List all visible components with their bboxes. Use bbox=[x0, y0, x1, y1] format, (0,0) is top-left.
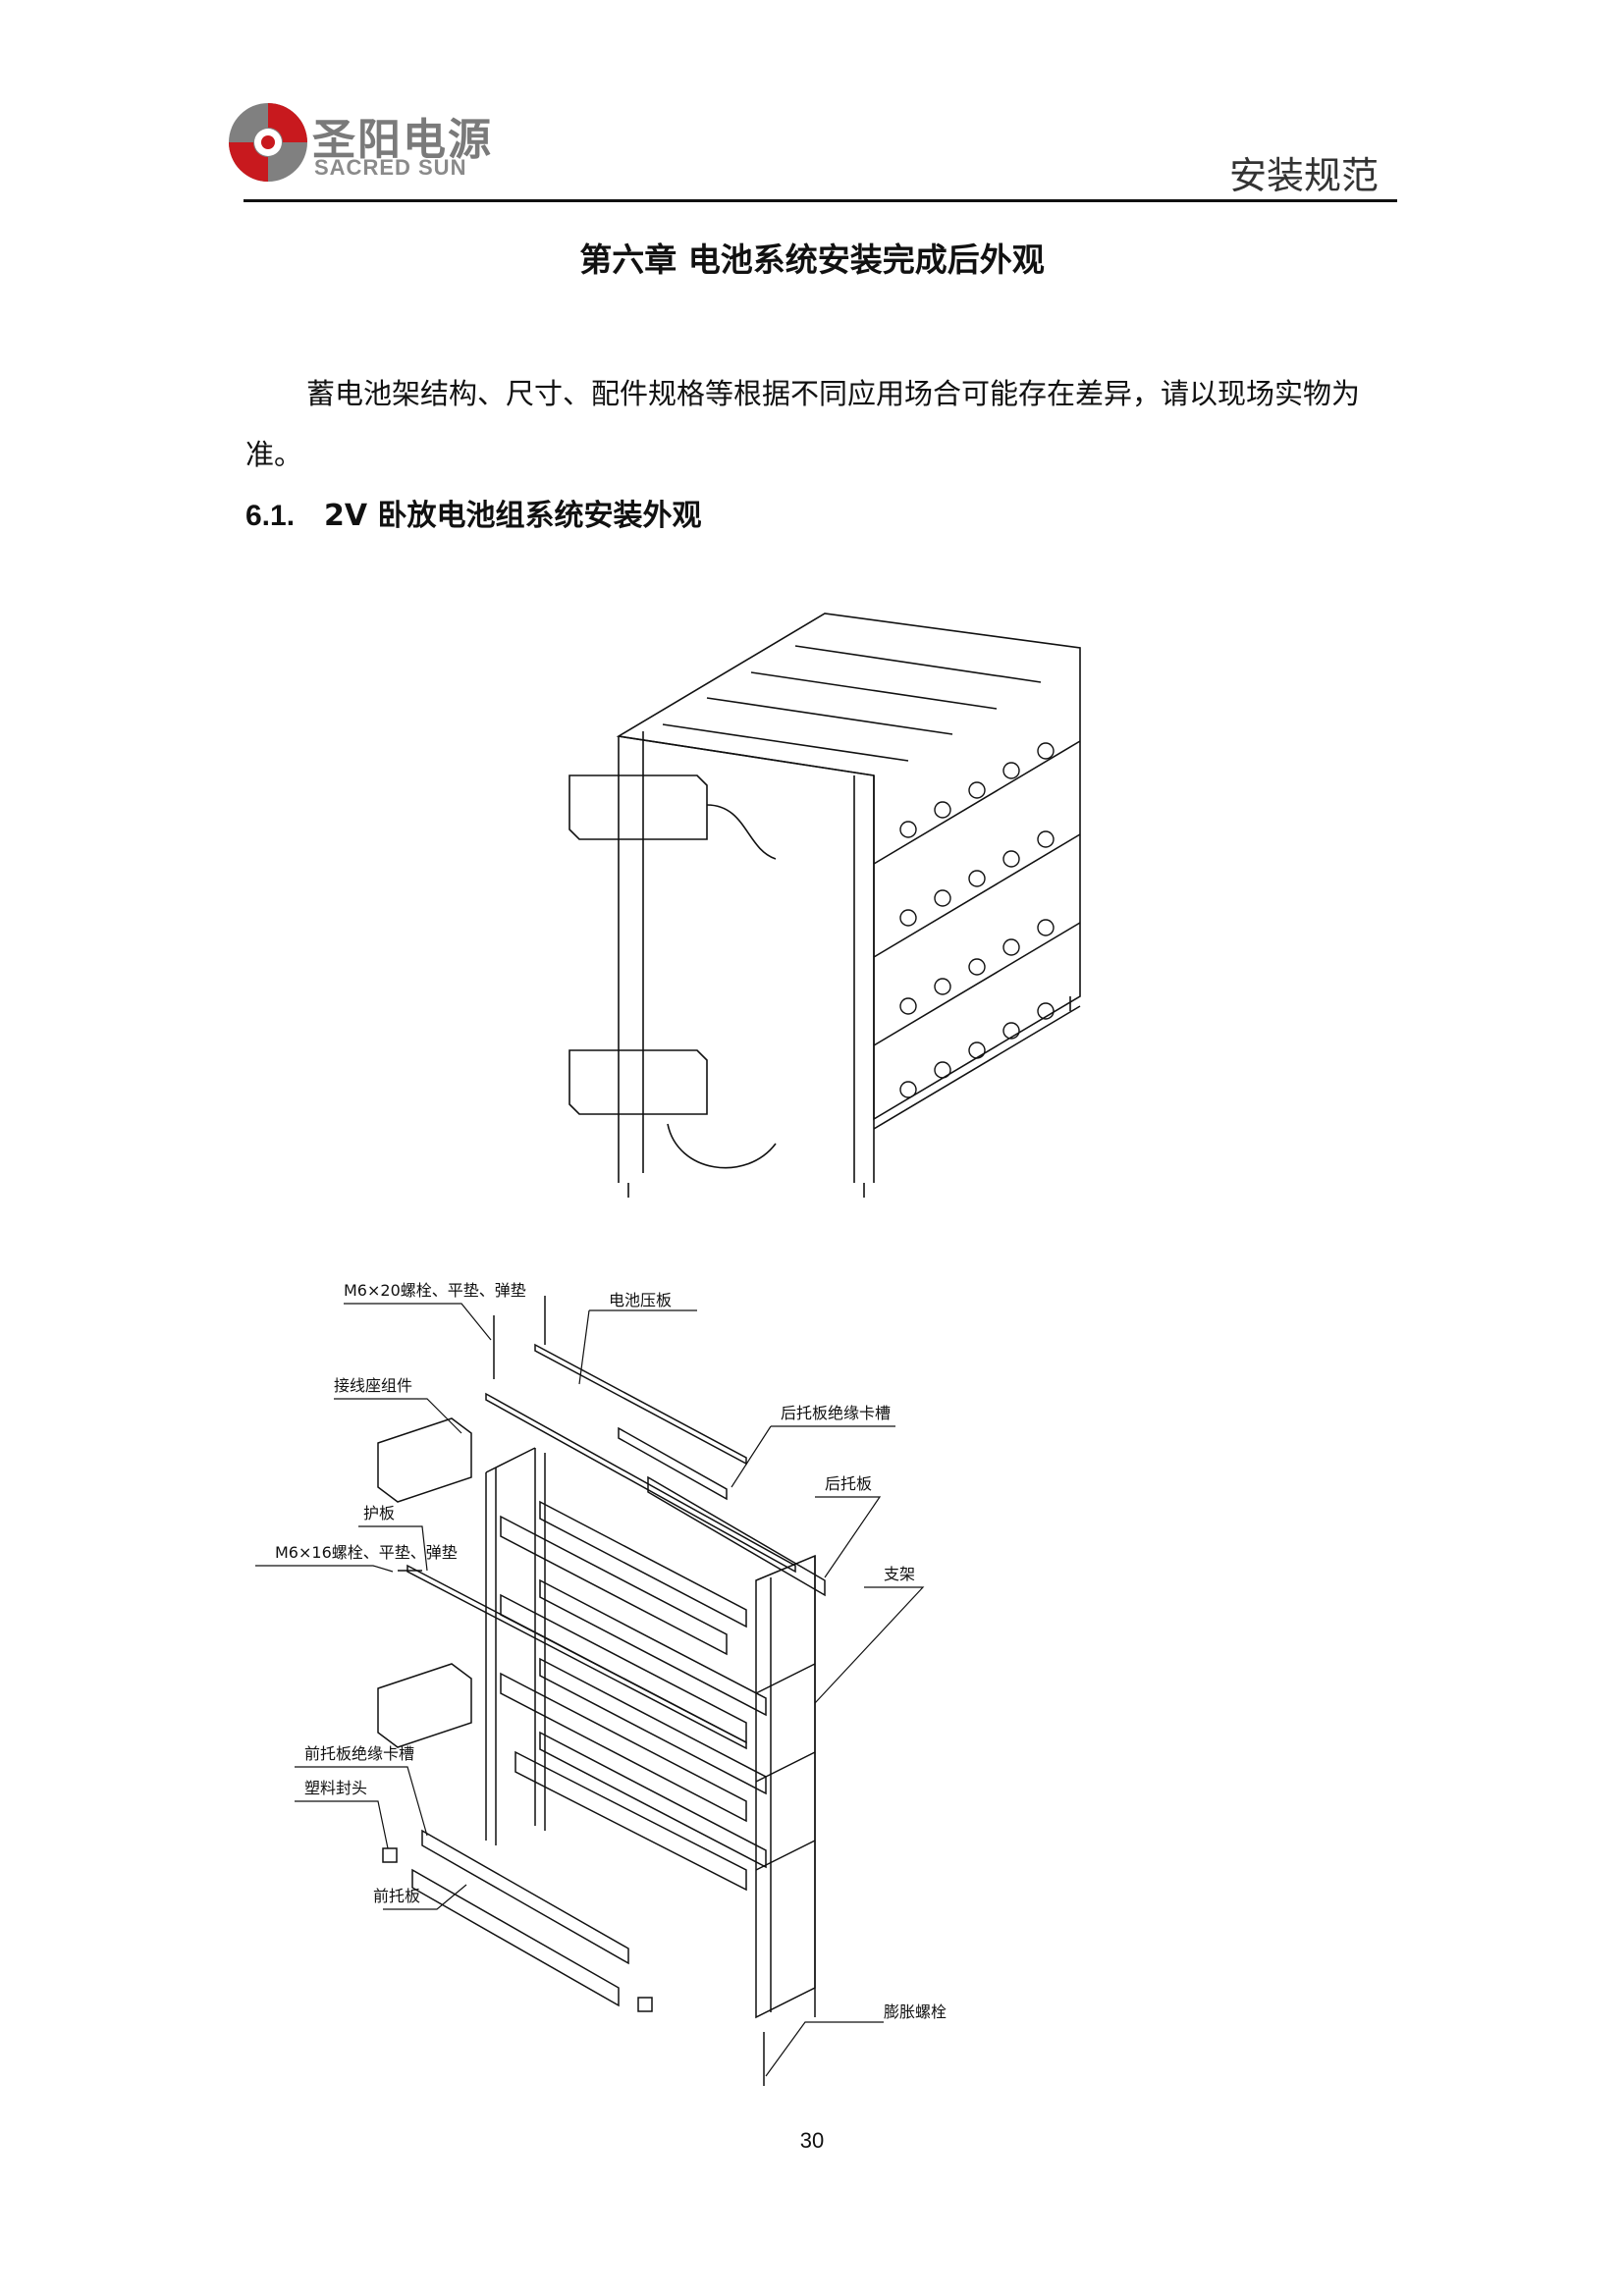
header-title: 安装规范 bbox=[1228, 154, 1379, 197]
section-heading: 6.1. 2V 卧放电池组系统安装外观 bbox=[245, 491, 702, 534]
terminal-box-bottom bbox=[568, 1049, 708, 1115]
front-tray-slot-part bbox=[421, 1829, 629, 1965]
logo-mark-icon bbox=[229, 103, 307, 182]
label-front-tray: 前托板 bbox=[373, 1887, 420, 1905]
body-paragraph: 蓄电池架结构、尺寸、配件规格等根据不同应用场合可能存在差异，请以现场实物为准。 bbox=[245, 377, 1361, 471]
label-bolt-m6x16: M6×16螺栓、平垫、弹垫 bbox=[275, 1543, 458, 1562]
guard-plate-part bbox=[406, 1564, 747, 1750]
rear-tray-part bbox=[647, 1475, 826, 1597]
rear-tray-slot-part bbox=[618, 1426, 728, 1501]
page-number: 30 bbox=[799, 2128, 825, 2153]
long-rail-part bbox=[485, 1392, 796, 1574]
shelf-rails bbox=[873, 740, 1081, 1130]
label-plastic-cap: 塑料封头 bbox=[304, 1779, 367, 1797]
label-front-tray-slot: 前托板绝缘卡槽 bbox=[304, 1744, 414, 1763]
front-tray-part bbox=[411, 1868, 620, 2007]
terminal-block-part-bottom bbox=[377, 1663, 472, 1748]
label-expansion-bolt: 膨胀螺栓 bbox=[884, 2002, 947, 2021]
cable-top bbox=[706, 804, 777, 860]
battery-clamp-part bbox=[534, 1343, 747, 1466]
label-bolt-m6x20: M6×20螺栓、平垫、弹垫 bbox=[344, 1281, 526, 1300]
battery-rack-assembled-figure bbox=[568, 613, 1081, 1198]
section-title: 2V 卧放电池组系统安装外观 bbox=[324, 499, 702, 533]
label-bracket: 支架 bbox=[884, 1565, 915, 1583]
battery-rack-exploded-figure: M6×20螺栓、平垫、弹垫 电池压板 接线座组件 后托板绝缘卡槽 后托板 护板 … bbox=[255, 1281, 947, 2086]
label-rear-tray: 后托板 bbox=[825, 1474, 872, 1493]
cable-bottom bbox=[667, 1123, 777, 1169]
battery-terminals bbox=[899, 742, 1055, 1098]
label-guard-plate: 护板 bbox=[363, 1504, 395, 1522]
label-rear-tray-slot: 后托板绝缘卡槽 bbox=[781, 1404, 891, 1422]
label-terminal-block: 接线座组件 bbox=[334, 1376, 412, 1395]
section-number: 6.1. bbox=[245, 500, 296, 532]
bracket-part bbox=[755, 1554, 816, 2019]
top-cells bbox=[662, 645, 1042, 762]
logo-text-cn: 圣阳电源 bbox=[312, 115, 493, 165]
plastic-cap-part bbox=[382, 1847, 398, 1863]
header-divider bbox=[244, 199, 1397, 202]
label-battery-clamp: 电池压板 bbox=[609, 1291, 672, 1309]
company-logo: 圣阳电源 SACRED SUN bbox=[224, 98, 518, 187]
chapter-title: 第六章 电池系统安装完成后外观 bbox=[579, 240, 1045, 279]
leader-lines bbox=[255, 1303, 925, 2077]
exploded-parts bbox=[377, 1296, 826, 2086]
terminal-box-top bbox=[568, 774, 708, 840]
logo-text-en: SACRED SUN bbox=[314, 155, 467, 180]
terminal-block-part-top bbox=[377, 1417, 472, 1503]
